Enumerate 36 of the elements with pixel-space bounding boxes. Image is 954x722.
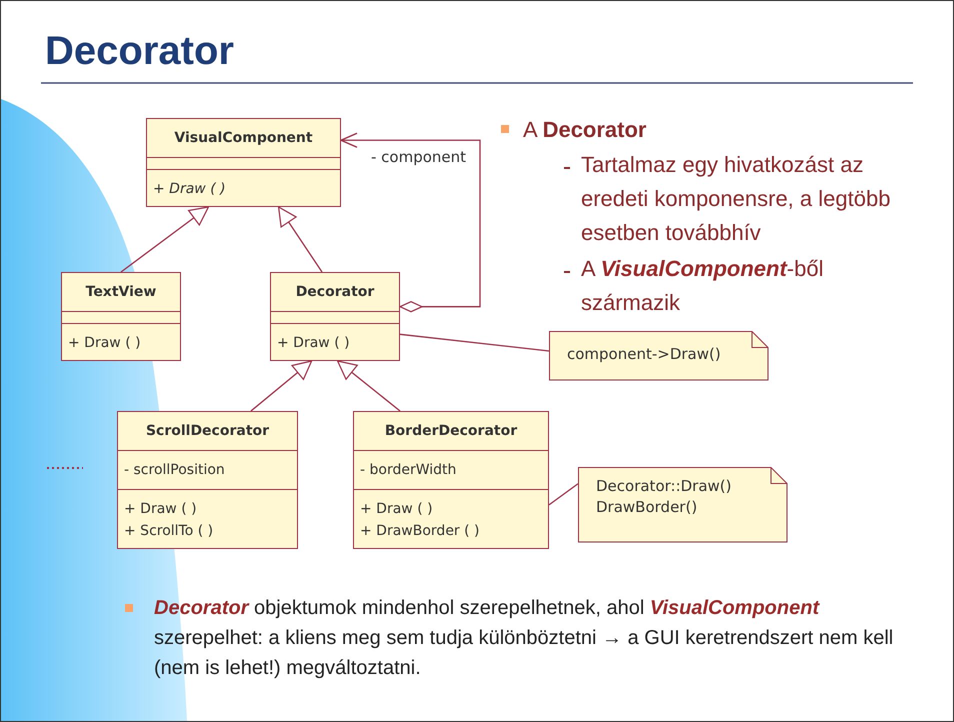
bullet-text: A VisualComponent-ből származik: [581, 255, 824, 317]
attribute-text: - scrollPosition: [124, 461, 226, 480]
class-name: Decorator: [296, 284, 374, 300]
inheritance-arrow: [278, 206, 323, 272]
note-box: [578, 467, 788, 543]
note-box: [549, 331, 769, 381]
inheritance-arrow: [250, 360, 312, 412]
class-name: TextView: [86, 284, 156, 300]
note-text: component->Draw(): [567, 344, 722, 365]
aggregation-arrow: [340, 132, 481, 312]
class-name: BorderDecorator: [384, 423, 518, 439]
operation-text: + Draw ( ): [277, 334, 351, 353]
bullet-text: Decorator objektumok mindenhol szerepelhetnek, ahol VisualComponent szerepelhet: a kliens meg sem tudja különböztetni → a GUI keretrendszert nem kell (nem is lehet!) megváltoztatni.: [154, 596, 894, 681]
class-box: [61, 272, 181, 361]
bullet-heading: A Decorator: [523, 116, 648, 144]
note-line: [548, 483, 578, 506]
note-line: [400, 334, 550, 352]
class-box: [117, 411, 298, 549]
class-box: [353, 411, 549, 549]
operation-text: + DrawBorder ( ): [360, 522, 481, 541]
operation-text: + Draw ( ): [360, 500, 434, 519]
operation-text: + ScrollTo ( ): [124, 522, 214, 541]
slide-title: Decorator: [45, 29, 234, 74]
note-text: DrawBorder(): [596, 497, 698, 518]
attribute-text: - borderWidth: [360, 461, 458, 480]
operation-text: + Draw ( ): [124, 500, 198, 519]
class-box: [270, 272, 400, 361]
class-box: [146, 118, 341, 207]
class-name: ScrollDecorator: [146, 423, 270, 439]
bullet-text: Tartalmaz egy hivatkozást az eredeti komponensre, a legtöbb esetben továbbhív: [581, 151, 892, 247]
operation-text: + Draw ( ): [68, 334, 142, 353]
note-text: Decorator::Draw(): [596, 476, 733, 497]
inheritance-arrow: [120, 206, 209, 273]
inheritance-arrow: [337, 360, 400, 412]
class-name: VisualComponent: [174, 130, 313, 146]
operation-text: + Draw ( ): [153, 180, 227, 199]
